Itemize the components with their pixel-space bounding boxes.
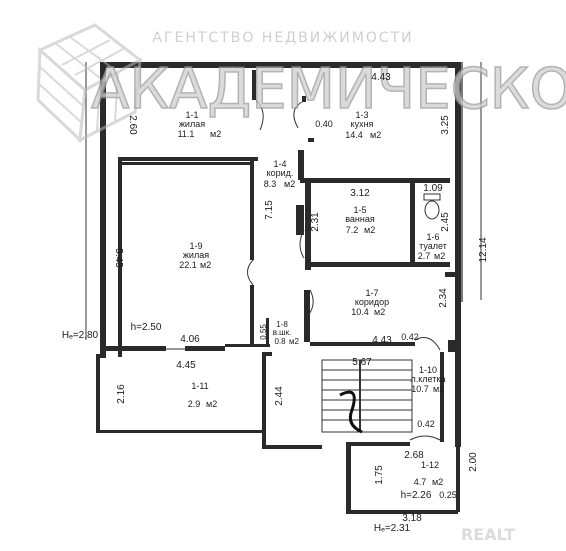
dimension-label: 4.43	[372, 335, 392, 346]
dimension-label: 2.16	[116, 384, 127, 404]
room-name: жилая	[179, 119, 205, 129]
room-name: ванная	[345, 214, 375, 224]
dimension-labels: 4.43 0.40 3.25 7.15 2.31 3.12 1.09 2.45 …	[113, 72, 489, 524]
room-name: корид.	[267, 168, 294, 178]
dimension-label: 3.12	[350, 188, 370, 199]
realt-watermark: REALT	[461, 525, 515, 544]
dimension-label: 0.55	[259, 324, 268, 340]
room-unit: м2	[200, 260, 211, 270]
room-name: туалет	[419, 241, 447, 251]
room-area: 8.3	[264, 179, 277, 189]
room-labels: 1-1 жилая 11.1 м2 1-3 кухня 14.4 м2 1-4 …	[178, 110, 447, 487]
room-id: 1-10	[419, 365, 437, 375]
dimension-label: 1.75	[374, 465, 385, 485]
dimension-label: 5.45	[113, 248, 124, 268]
room-id: 1-12	[421, 460, 439, 470]
room-id: 1-7	[365, 288, 378, 298]
height-labels: Hₑ=2.80 h=2.50 h=2.26 Hₑ=2.31	[62, 322, 432, 534]
height-label: h=2.26	[401, 490, 432, 501]
dimension-label: 4.43	[371, 72, 391, 83]
room-area: 22.1	[179, 260, 197, 270]
staircase	[321, 359, 413, 434]
room-unit: м2	[210, 129, 221, 139]
dimension-label: 2.45	[440, 212, 451, 232]
room-unit: м2	[374, 307, 385, 317]
dimension-label: 2.31	[310, 212, 321, 232]
room-id: 1-9	[189, 241, 202, 251]
room-name: кухня	[351, 119, 374, 129]
dimension-label: 0.42	[417, 419, 435, 429]
agency-logo: АГЕНТСТВО НЕДВИЖИМОСТИ АКАДЕМИЧЕСКОЕ	[36, 23, 566, 144]
dimension-label: 3.18	[402, 513, 422, 524]
dimension-label: 5.67	[352, 357, 372, 368]
room-area: 10.4	[351, 307, 369, 317]
room-area: 2.7	[418, 251, 431, 261]
height-label: h=2.50	[131, 322, 162, 333]
room-area: 4.7	[414, 477, 427, 487]
dimension-label: 2.60	[127, 115, 138, 135]
height-label: Hₑ=2.31	[374, 523, 411, 534]
agency-tagline: АГЕНТСТВО НЕДВИЖИМОСТИ	[152, 30, 413, 46]
walls	[96, 62, 463, 514]
dimension-label: 0.40	[315, 119, 333, 129]
dimension-label: 2.68	[404, 450, 424, 461]
room-unit: м2	[432, 477, 443, 487]
agency-name: АКАДЕМИЧЕСКОЕ	[91, 57, 566, 122]
dimension-label: 4.06	[180, 334, 200, 345]
dimension-label: 2.00	[468, 452, 479, 472]
dimension-label: 1.09	[423, 183, 443, 194]
room-id: 1-1	[185, 110, 198, 120]
room-id: 1-11	[191, 381, 208, 391]
dimension-label: 4.45	[176, 360, 196, 371]
room-id: 1-4	[273, 159, 286, 169]
room-name: в.шк.	[273, 328, 292, 337]
room-area: 0.8	[274, 337, 286, 346]
room-unit: м2	[364, 225, 375, 235]
room-area: 2.9	[188, 399, 201, 409]
room-id: 1-3	[355, 110, 368, 120]
room-unit: м2	[284, 179, 295, 189]
dimension-label: 3.25	[440, 115, 451, 135]
room-area: 14.4	[345, 130, 363, 140]
room-id: 1-5	[353, 205, 366, 215]
room-unit: м2	[370, 130, 381, 140]
dimension-label: 7.15	[264, 200, 275, 220]
toilet-icon	[423, 193, 441, 220]
room-id: 1-6	[426, 232, 439, 242]
room-name: жилая	[183, 250, 209, 260]
room-name: коридор	[355, 297, 389, 307]
height-label: Hₑ=2.80	[62, 330, 99, 341]
dimension-label: 12.14	[478, 237, 489, 262]
room-unit: м2	[206, 399, 217, 409]
room-area: 10.7	[411, 384, 429, 394]
dimension-label: 0.25	[439, 490, 457, 500]
room-unit: м2	[434, 251, 445, 261]
dimension-label: 2.34	[438, 288, 449, 308]
room-unit: м2	[433, 384, 444, 394]
room-name: л.клетка	[410, 374, 445, 384]
room-area: 7.2	[346, 225, 359, 235]
dimension-label: 0.42	[401, 332, 419, 342]
room-area: 11.1	[178, 129, 195, 139]
door-swings	[166, 99, 441, 441]
room-id: 1-8	[276, 320, 288, 329]
dimension-label: 2.44	[274, 386, 285, 406]
room-unit: м2	[289, 337, 300, 346]
